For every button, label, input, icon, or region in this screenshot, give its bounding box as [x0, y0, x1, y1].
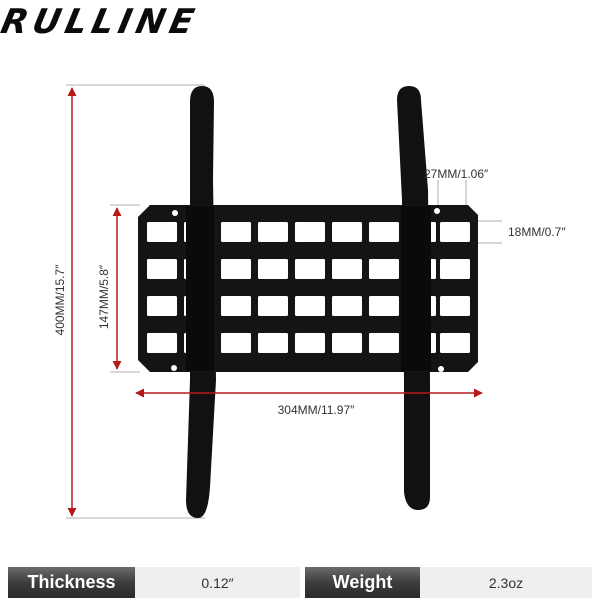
thickness-label: Thickness	[8, 567, 135, 598]
panel-slot	[221, 333, 251, 353]
mounting-holes	[171, 208, 444, 372]
panel-slot	[258, 296, 288, 316]
panel-slot	[147, 333, 177, 353]
strap-overlays	[186, 206, 431, 371]
panel-slot	[369, 259, 399, 279]
panel-slot	[440, 222, 470, 242]
panel-slot	[332, 259, 362, 279]
weight-value: 2.3oz	[420, 567, 592, 598]
product-diagram: 400MM/15.7″ 147MM/5.8″ 304MM/11.97″ 27MM…	[53, 84, 566, 519]
panel-slot	[369, 296, 399, 316]
hole-height-label: 18MM/0.7″	[508, 225, 566, 239]
width-panel-label: 304MM/11.97″	[278, 403, 355, 417]
panel-slot	[440, 296, 470, 316]
panel-slot	[258, 222, 288, 242]
molle-panel	[138, 205, 478, 372]
height-total-label: 400MM/15.7″	[53, 264, 67, 336]
panel-slot	[147, 296, 177, 316]
hole-width-label: 27MM/1.06″	[424, 167, 489, 181]
panel-slot	[295, 259, 325, 279]
panel-slot	[147, 222, 177, 242]
extension-lines	[66, 84, 502, 519]
panel-slot	[221, 296, 251, 316]
panel-slot	[369, 222, 399, 242]
spec-bar: Thickness 0.12″ Weight 2.3oz	[0, 565, 600, 600]
panel-slot	[295, 333, 325, 353]
panel-slot	[332, 333, 362, 353]
panel-slot	[221, 222, 251, 242]
panel-slot	[440, 259, 470, 279]
panel-slot	[258, 259, 288, 279]
height-panel-label: 147MM/5.8″	[97, 264, 111, 329]
panel-slot	[221, 259, 251, 279]
panel-slot	[369, 333, 399, 353]
panel-slot	[295, 296, 325, 316]
panel-slot	[258, 333, 288, 353]
panel-slot	[440, 333, 470, 353]
panel-slot	[147, 259, 177, 279]
weight-label: Weight	[305, 567, 420, 598]
thickness-value: 0.12″	[135, 567, 300, 598]
panel-slot	[332, 222, 362, 242]
panel-slot	[332, 296, 362, 316]
panel-slot	[295, 222, 325, 242]
